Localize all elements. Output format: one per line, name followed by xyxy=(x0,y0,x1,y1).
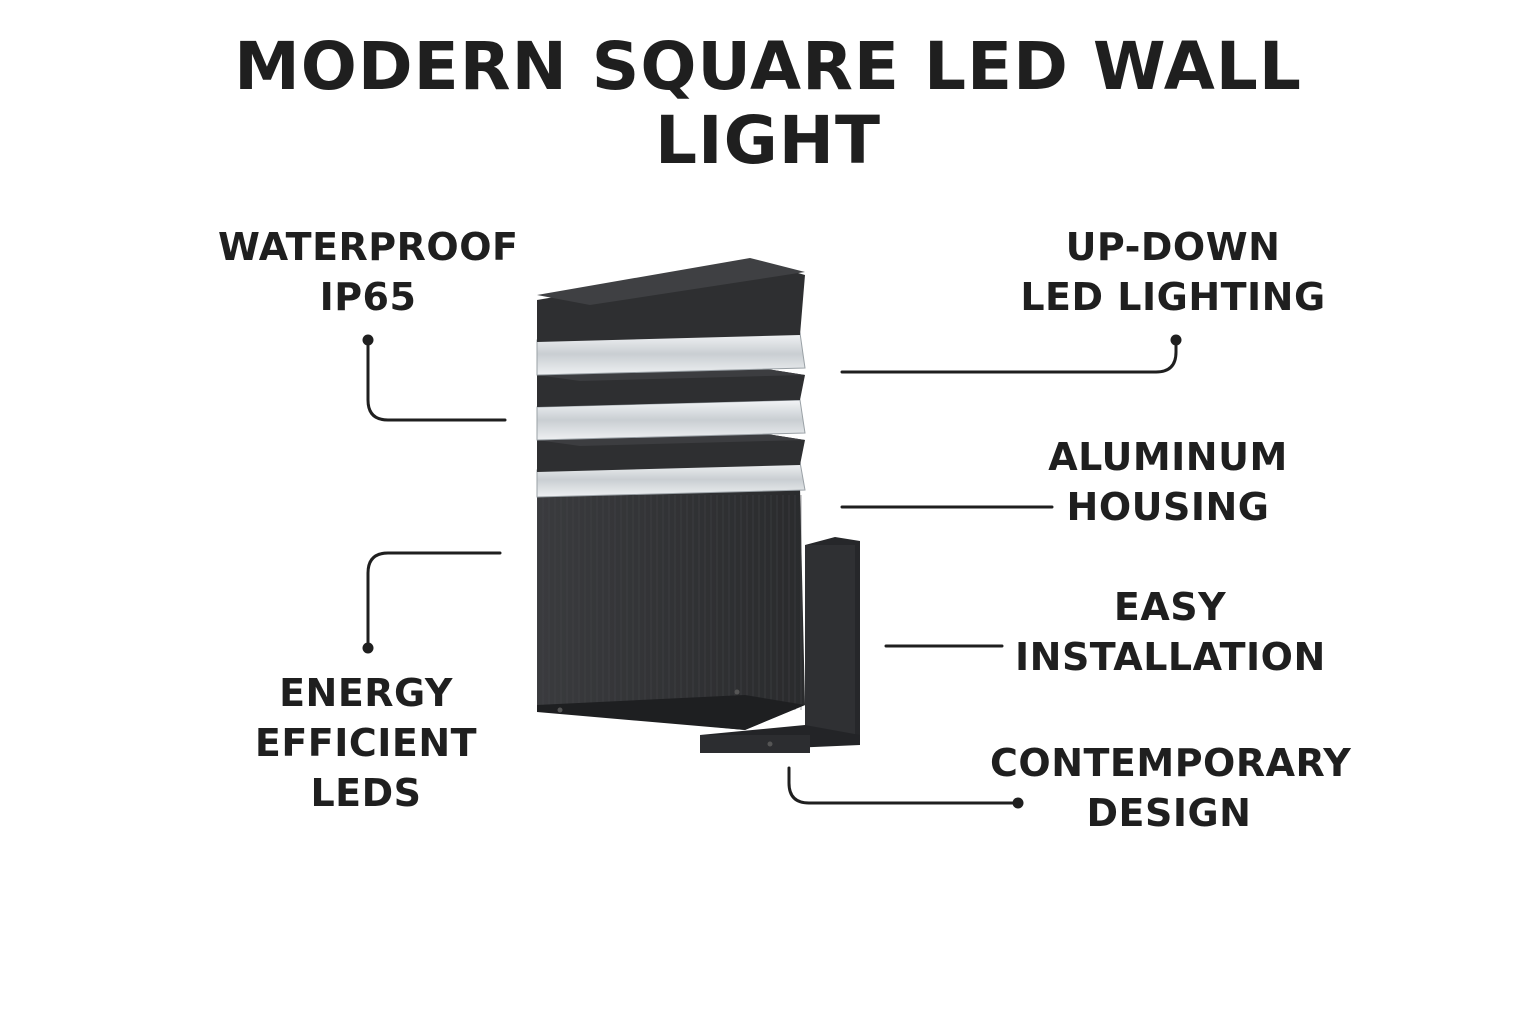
callout-aluminum-line-1: ALUMINUM xyxy=(1048,435,1288,479)
callout-energy: ENERGY EFFICIENT LEDS xyxy=(246,668,486,818)
callout-energy-line-3: LEDS xyxy=(310,771,422,815)
leader-dot-contemporary xyxy=(1012,797,1024,809)
callout-energy-line-1: ENERGY xyxy=(279,671,453,715)
callout-updown: UP-DOWN LED LIGHTING xyxy=(1018,222,1328,322)
page-title: MODERN SQUARE LED WALL LIGHT xyxy=(0,30,1536,178)
callout-waterproof: WATERPROOF IP65 xyxy=(218,222,518,322)
leader-updown xyxy=(840,338,1178,374)
wall-bracket xyxy=(700,537,860,753)
callout-waterproof-line-1: WATERPROOF xyxy=(218,225,519,269)
callout-updown-line-1: UP-DOWN xyxy=(1065,225,1281,269)
callout-updown-line-2: LED LIGHTING xyxy=(1020,275,1326,319)
leader-dot-waterproof xyxy=(362,334,374,346)
leader-energy xyxy=(366,551,502,650)
callout-contemporary: CONTEMPORARY DESIGN xyxy=(990,738,1352,838)
callout-installation-line-1: EASY xyxy=(1113,585,1227,629)
leader-waterproof xyxy=(366,338,507,422)
title-line-1: MODERN SQUARE LED WALL xyxy=(234,28,1302,105)
callout-contemporary-line-2: DESIGN xyxy=(1086,791,1252,835)
leader-dot-updown xyxy=(1170,334,1182,346)
callout-aluminum: ALUMINUM HOUSING xyxy=(1038,432,1298,532)
callout-contemporary-line-1: CONTEMPORARY xyxy=(990,741,1352,785)
callout-waterproof-line-2: IP65 xyxy=(319,275,417,319)
callout-aluminum-line-2: HOUSING xyxy=(1066,485,1270,529)
callout-energy-line-2: EFFICIENT xyxy=(254,721,478,765)
lamp-body xyxy=(536,258,806,730)
leader-dot-energy xyxy=(362,642,374,654)
leader-contemporary xyxy=(787,766,1020,805)
callout-installation-line-2: INSTALLATION xyxy=(1015,635,1326,679)
callout-installation: EASY INSTALLATION xyxy=(1015,582,1325,682)
title-line-2: LIGHT xyxy=(654,102,882,179)
